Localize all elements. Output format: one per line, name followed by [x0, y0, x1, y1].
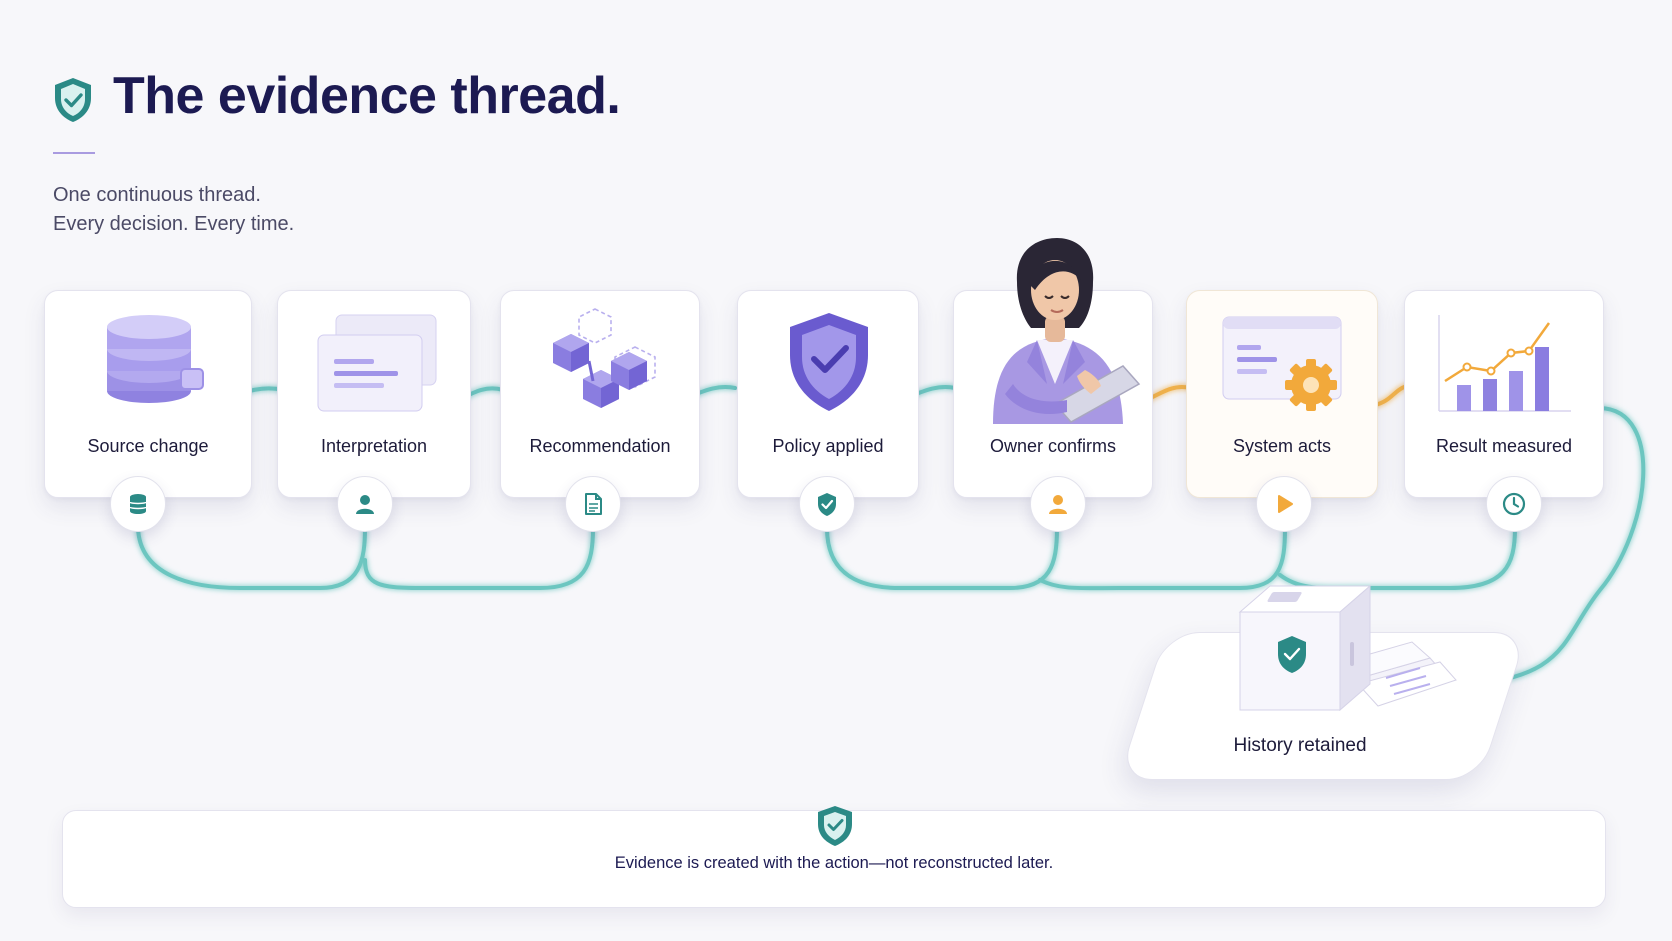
step-label: System acts	[1232, 436, 1332, 456]
step-label: Owner confirms	[989, 436, 1117, 456]
shield-check-icon	[818, 493, 836, 516]
step-card-source-change: Source change	[44, 290, 252, 498]
step-badge-owner-confirms[interactable]	[1030, 476, 1086, 532]
user-icon	[1049, 495, 1067, 514]
user-icon	[356, 495, 374, 514]
step-badge-recommendation[interactable]	[565, 476, 621, 532]
step-label: Result measured	[1435, 436, 1573, 456]
lower-thread-c	[825, 526, 1059, 590]
step-card-result-measured: Result measured	[1404, 290, 1604, 498]
step-card-policy-applied: Policy applied	[737, 290, 919, 498]
clock-icon	[1502, 492, 1526, 516]
subtitle-line-1: One continuous thread.	[53, 184, 261, 206]
database-icon	[129, 494, 147, 514]
step-label: Source change	[87, 436, 209, 456]
step-card-recommendation: Recommendation	[500, 290, 700, 498]
title-divider	[53, 152, 95, 154]
bar-chart-icon	[1438, 315, 1571, 412]
cubes-icon	[553, 308, 656, 408]
document-layers-icon	[317, 314, 437, 412]
step-label: Interpretation	[320, 436, 428, 456]
step-label: Policy applied	[772, 436, 884, 456]
step-badge-system-acts[interactable]	[1256, 476, 1312, 532]
document-icon	[585, 493, 602, 515]
vault-label: History retained	[1233, 735, 1367, 756]
footer-text: Evidence is created with the action—not …	[614, 854, 1054, 872]
play-icon	[1278, 495, 1293, 513]
vault-safe-icon	[1238, 584, 1457, 712]
lower-thread-a	[136, 526, 367, 590]
step-card-interpretation: Interpretation	[277, 290, 471, 498]
person-with-tablet-icon	[993, 238, 1141, 424]
step-label: Recommendation	[529, 436, 671, 456]
step-badge-result-measured[interactable]	[1486, 476, 1542, 532]
subtitle-line-2: Every decision. Every time.	[53, 213, 295, 235]
shield-check-icon	[55, 78, 91, 122]
subtitle: One continuous thread. Every decision. E…	[53, 181, 294, 239]
step-badge-source-change[interactable]	[110, 476, 166, 532]
database-icon	[107, 315, 204, 403]
step-badge-policy-applied[interactable]	[799, 476, 855, 532]
step-card-system-acts: System acts	[1186, 290, 1378, 498]
lower-thread-b	[363, 526, 595, 590]
window-gear-icon	[1222, 316, 1342, 411]
shield-check-icon	[790, 313, 868, 411]
step-badge-interpretation[interactable]	[337, 476, 393, 532]
page-title: The evidence thread.	[113, 67, 621, 125]
shield-check-icon	[818, 806, 852, 846]
